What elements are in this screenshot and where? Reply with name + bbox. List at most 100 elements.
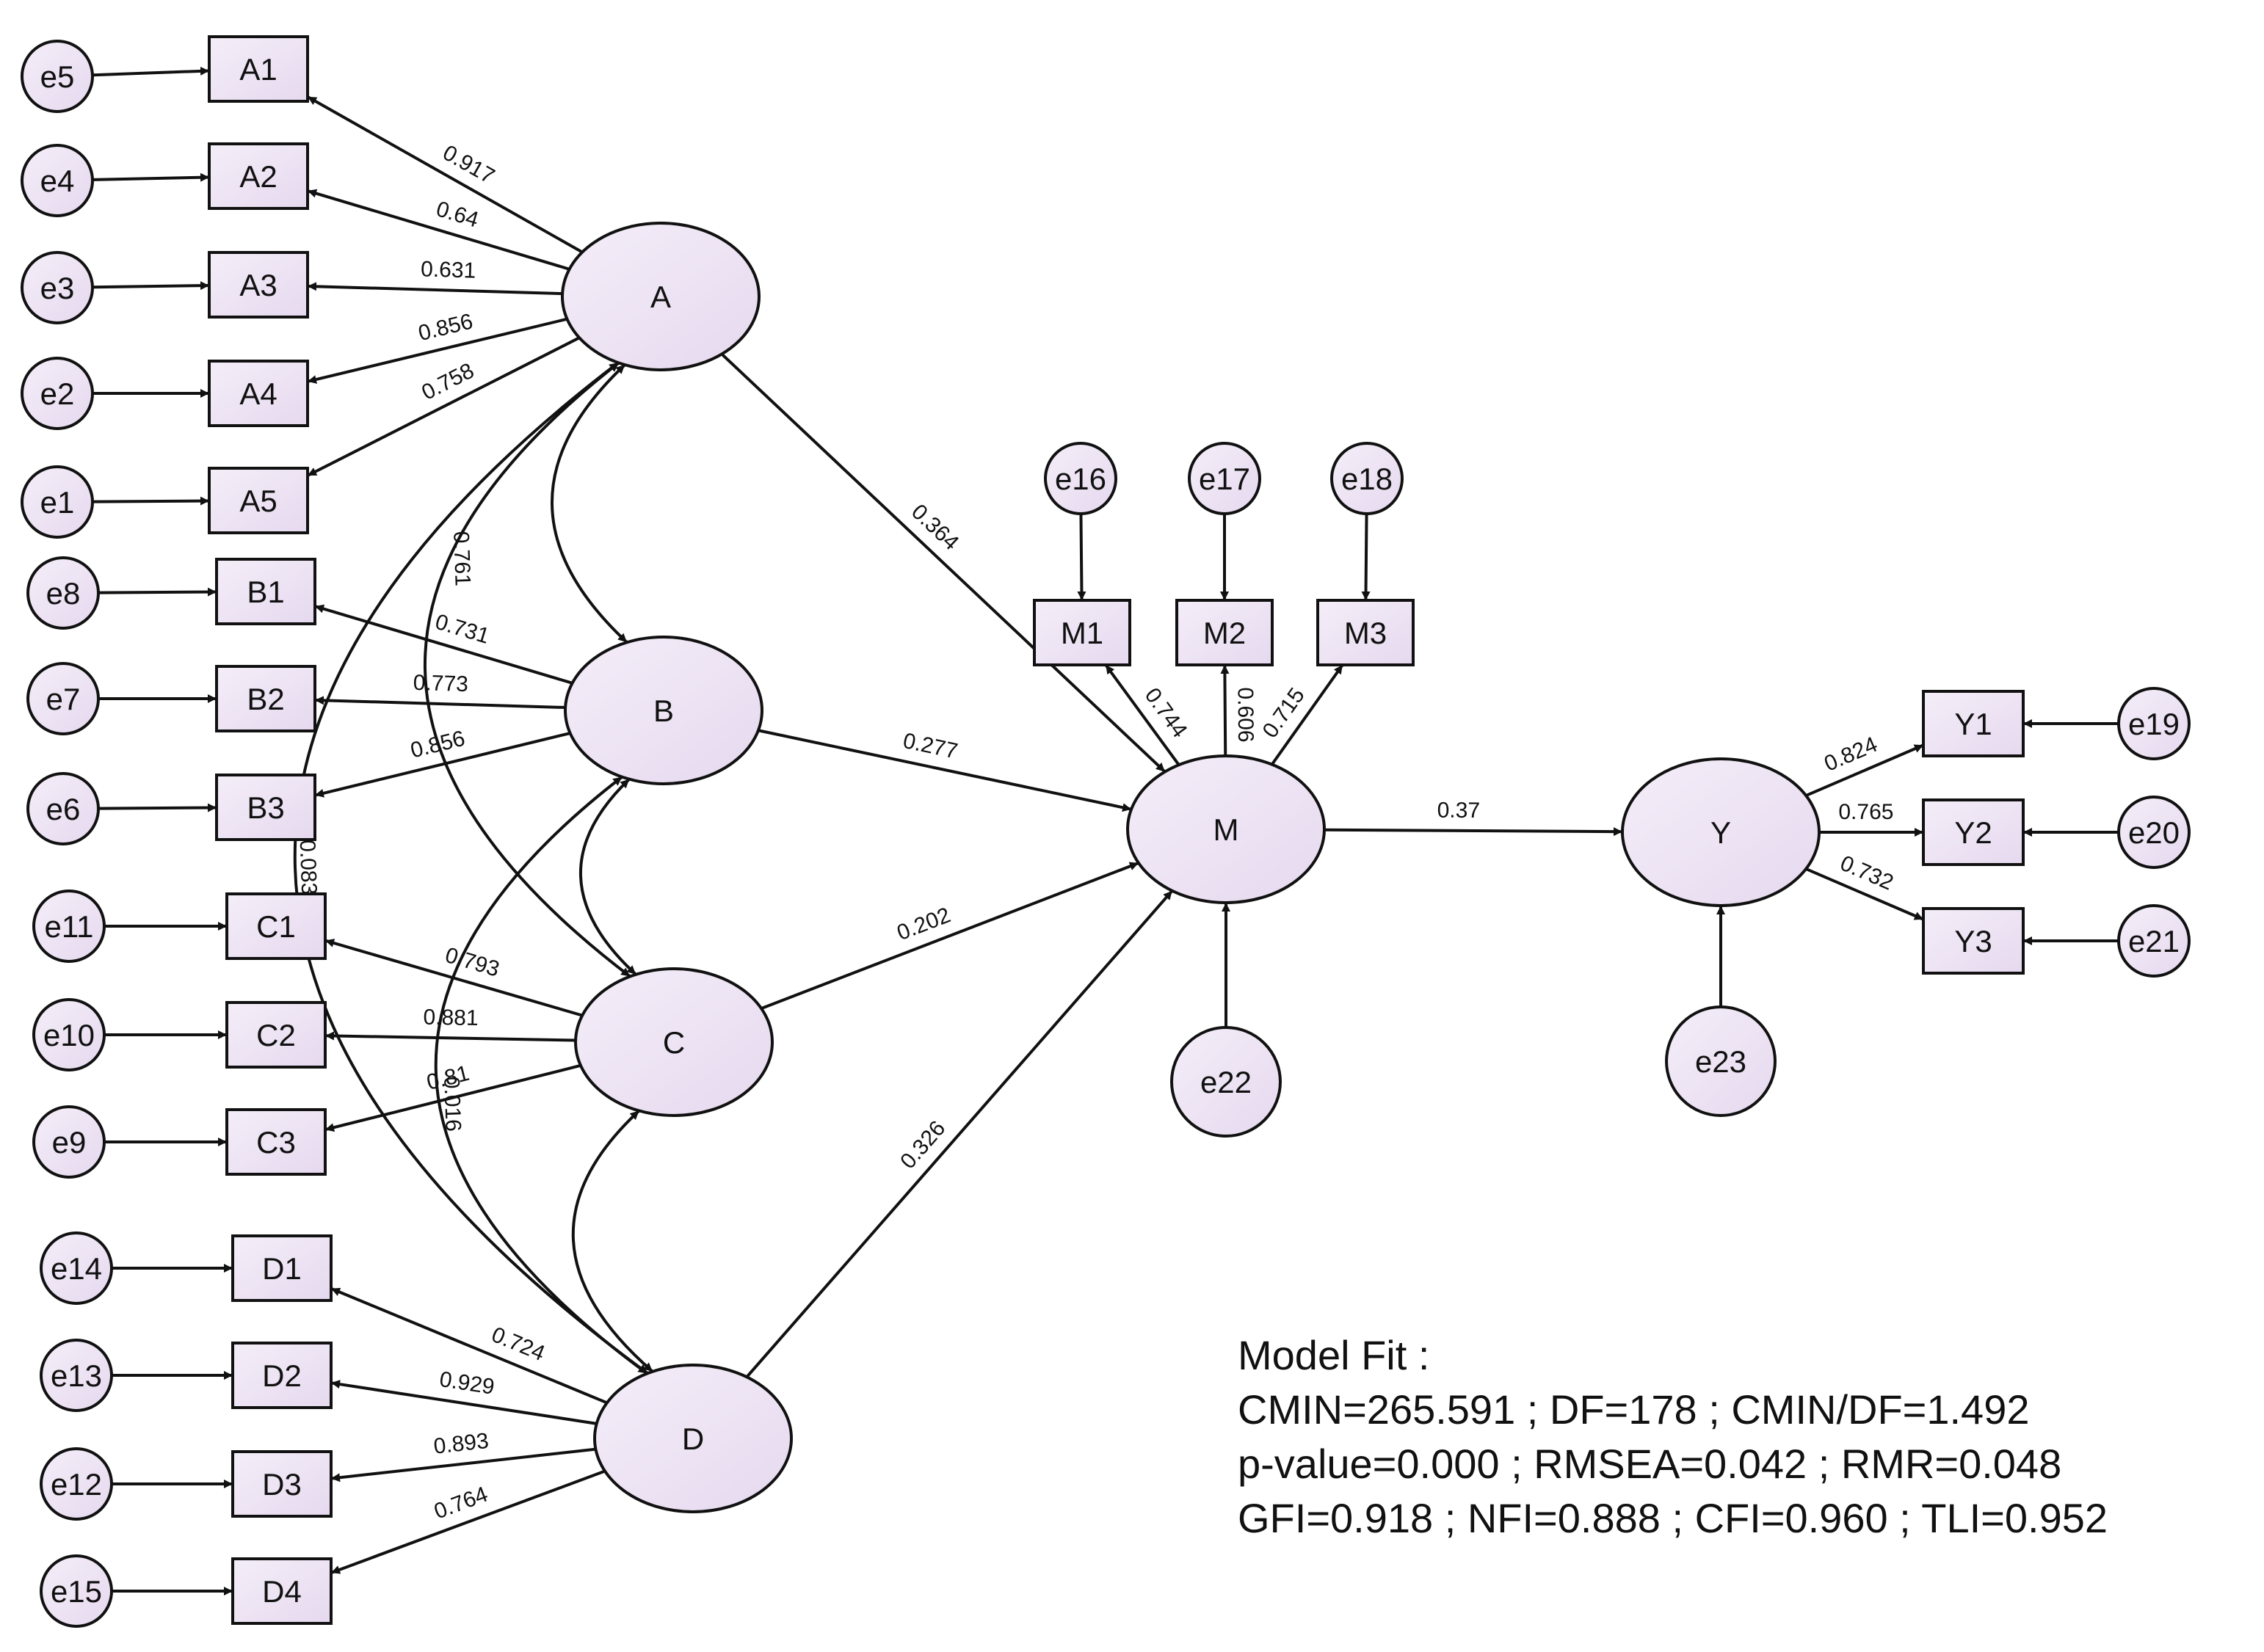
error-e1-label: e1 [40, 485, 75, 520]
error-arrow-e3 [92, 281, 210, 291]
indicator-A1 [208, 35, 309, 103]
loading-Y-Y3-label: 0.732 [1837, 851, 1897, 895]
indicator-A4 [208, 360, 309, 427]
error-e20-label: e20 [2128, 815, 2180, 850]
error-e18-label: e18 [1341, 462, 1393, 496]
indicator-B2-label: B2 [247, 682, 284, 716]
error-e17 [1188, 442, 1261, 515]
indicator-A3 [208, 251, 309, 319]
loading-D-D3-label: 0.893 [432, 1429, 490, 1459]
indicator-Y2 [1922, 798, 2025, 866]
covariance-B-D-label: 0.016 [439, 1076, 465, 1132]
error-e19-label: e19 [2128, 707, 2180, 741]
loading-M-M2 [1220, 664, 1230, 757]
indicator-M2-label: M2 [1203, 616, 1246, 650]
indicator-C3-label: C3 [256, 1125, 296, 1160]
loading-D-D4 [330, 1469, 606, 1574]
indicator-A1-label: A1 [239, 52, 277, 87]
covariance-A-B [551, 363, 628, 644]
indicator-D3-label: D3 [262, 1467, 302, 1502]
indicator-B2 [215, 665, 316, 732]
indicator-M3 [1316, 599, 1415, 666]
loading-A-A2-label: 0.64 [433, 197, 481, 232]
latent-B-label: B [653, 694, 674, 728]
latent-A [561, 222, 761, 371]
indicator-B3 [215, 774, 316, 841]
indicator-Y3-label: Y3 [1954, 924, 1992, 958]
covariance-A-D [293, 361, 649, 1375]
covariance-B-D [434, 776, 648, 1375]
latent-D-label: D [682, 1422, 704, 1456]
loading-Y-Y1 [1805, 743, 1924, 797]
error-e13 [40, 1339, 113, 1412]
path-B-M-label: 0.277 [901, 729, 959, 764]
error-e10-label: e10 [43, 1018, 95, 1052]
loading-B-B1 [314, 604, 573, 685]
loading-D-D2-label: 0.929 [438, 1367, 496, 1400]
model-fit-line-2: p-value=0.000 ; RMSEA=0.042 ; RMR=0.048 [1238, 1441, 2061, 1487]
error-e2-label: e2 [40, 376, 75, 411]
error-e19 [2117, 687, 2191, 760]
path-D-M [745, 889, 1174, 1378]
latent-B [564, 636, 763, 785]
error-e4-label: e4 [40, 164, 75, 198]
indicator-C2 [225, 1001, 327, 1069]
loading-A-A3-label: 0.631 [421, 257, 476, 283]
loading-D-D3 [330, 1447, 596, 1482]
error-e12-label: e12 [51, 1467, 102, 1502]
indicator-Y1 [1922, 690, 2025, 757]
indicator-A3-label: A3 [239, 268, 277, 302]
indicator-Y2-label: Y2 [1954, 815, 1992, 850]
path-A-M [720, 352, 1167, 774]
error-e15 [40, 1554, 113, 1628]
latent-Y [1621, 757, 1821, 907]
indicator-M2 [1175, 599, 1274, 666]
loading-D-D2 [330, 1380, 598, 1425]
error-e16-label: e16 [1055, 462, 1106, 496]
loading-M-M3 [1271, 663, 1344, 765]
path-M-Y-label: 0.37 [1437, 798, 1481, 823]
loading-C-C3 [324, 1063, 581, 1132]
error-e10 [32, 998, 106, 1071]
loading-B-B2 [314, 696, 566, 710]
model-fit-block: Model Fit : CMIN=265.591 ; DF=178 ; CMIN… [1238, 1332, 2108, 1541]
indicator-A2 [208, 142, 309, 210]
indicator-M3-label: M3 [1344, 616, 1387, 650]
loading-Y-Y1-label: 0.824 [1821, 732, 1881, 776]
error-e22-label: e22 [1200, 1065, 1252, 1099]
loading-Y-Y2-label: 0.765 [1838, 800, 1893, 824]
error-e13-label: e13 [51, 1358, 102, 1393]
error-e23 [1665, 1005, 1777, 1117]
latent-C [574, 967, 774, 1117]
covariance-C-D [571, 1110, 654, 1373]
error-e22 [1170, 1026, 1282, 1138]
indicator-C1 [225, 892, 327, 960]
loading-C-C2 [324, 1031, 576, 1042]
indicator-D3 [231, 1450, 333, 1518]
error-e1 [21, 465, 94, 539]
model-fit-line-1: CMIN=265.591 ; DF=178 ; CMIN/DF=1.492 [1238, 1386, 2030, 1433]
error-e15-label: e15 [51, 1574, 102, 1609]
error-e4 [21, 144, 94, 217]
loading-A-A4-label: 0.856 [416, 309, 476, 346]
latent-D [593, 1364, 793, 1513]
indicator-Y1-label: Y1 [1954, 707, 1992, 741]
covariance-A-D-label: 0.083 [295, 840, 322, 895]
error-e21 [2117, 904, 2191, 978]
error-e17-label: e17 [1199, 462, 1250, 496]
loading-A-A3 [307, 282, 563, 296]
error-e6-label: e6 [46, 792, 81, 826]
latent-Y-label: Y [1710, 815, 1731, 850]
indicator-B1-label: B1 [247, 575, 284, 609]
path-A-M-label: 0.364 [907, 500, 963, 556]
loading-A-A4 [307, 317, 567, 384]
error-e14 [40, 1231, 113, 1305]
indicator-B1 [215, 558, 316, 625]
error-e8 [26, 556, 100, 630]
error-e5 [21, 40, 94, 113]
path-M-Y [1324, 827, 1623, 837]
indicator-C1-label: C1 [256, 909, 296, 944]
covariance-A-C [424, 361, 631, 978]
